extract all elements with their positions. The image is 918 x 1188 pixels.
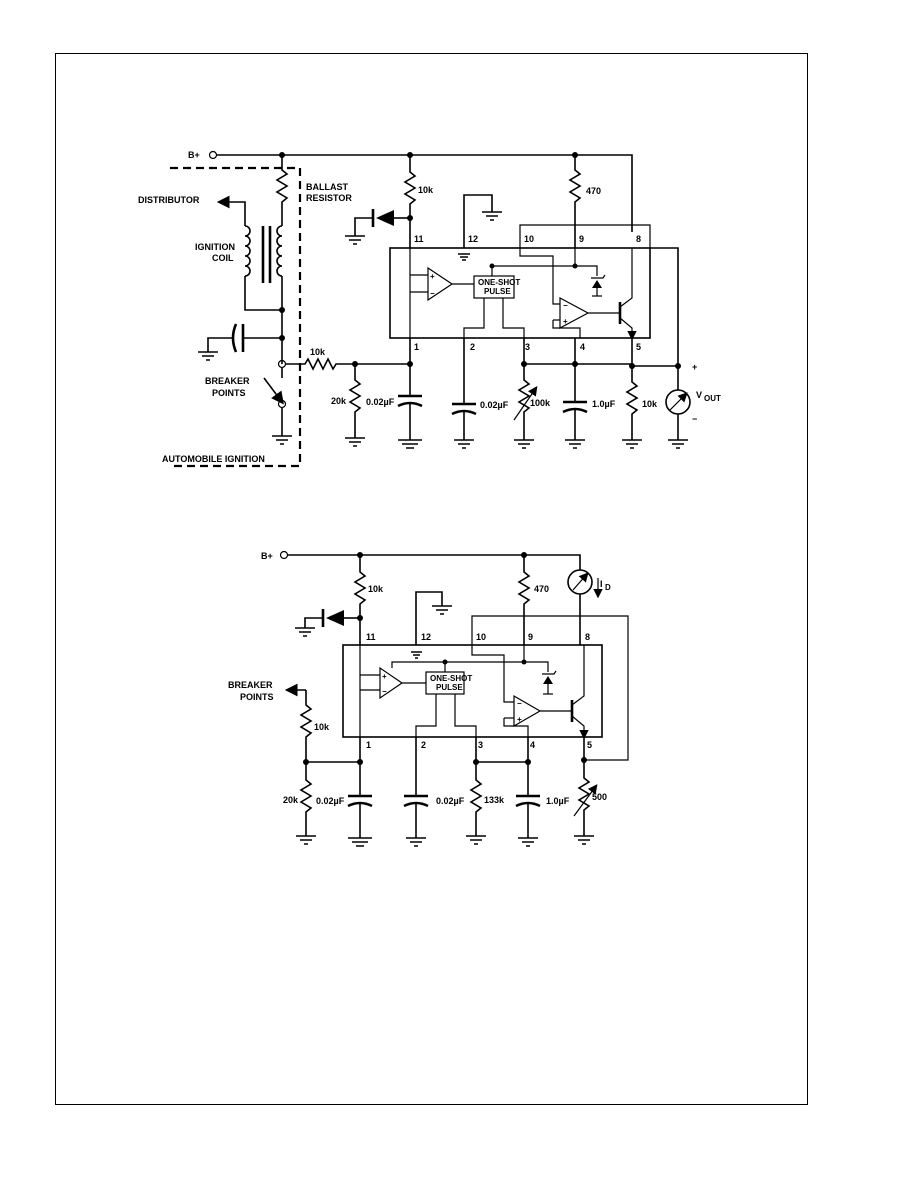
r-133k-label: 133k xyxy=(484,795,505,805)
supply-terminal-b xyxy=(279,550,289,560)
breaker-label-2: POINTS xyxy=(212,388,246,398)
coil-label-1: IGNITION xyxy=(195,242,235,252)
ic-body xyxy=(389,247,651,339)
r-top-label: 10k xyxy=(418,185,434,195)
pin-10-label-b: 10 xyxy=(476,632,486,642)
pin-9-label: 9 xyxy=(579,234,584,244)
pin-8-label: 8 xyxy=(636,234,641,244)
r-out-label: 10k xyxy=(642,399,658,409)
c4-label: 1.0µF xyxy=(592,399,616,409)
breaker-label-2b: POINTS xyxy=(240,692,274,702)
meter-sub-label: D xyxy=(605,583,611,592)
supply-label-b: B+ xyxy=(261,551,273,561)
pin-8-label-b: 8 xyxy=(585,632,590,642)
svg-text:+: + xyxy=(517,715,522,724)
svg-text:−: − xyxy=(517,699,522,708)
minus-label: − xyxy=(692,414,697,424)
one-shot-label-2: PULSE xyxy=(484,287,511,296)
svg-text:−: − xyxy=(563,301,568,310)
pot-label-b: 500 xyxy=(592,792,607,802)
pot-label: 100k xyxy=(530,398,551,408)
pin-2-label-b: 2 xyxy=(421,740,426,750)
c2-label: 0.02µF xyxy=(480,400,509,410)
c2-label-b: 0.02µF xyxy=(436,796,465,806)
supply-terminal xyxy=(208,150,218,160)
pin-3-label: 3 xyxy=(525,342,530,352)
pin-1-label-b: 1 xyxy=(366,740,371,750)
pin-11-label: 11 xyxy=(414,234,424,244)
meter-label: I xyxy=(600,579,603,589)
one-shot-label-1b: ONE-SHOT xyxy=(430,674,472,683)
circuit-b: B+ I D 10k 470 11 12 10 9 8 1 2 xyxy=(228,550,629,847)
pin-4-label-b: 4 xyxy=(530,740,535,750)
supply-label: B+ xyxy=(188,150,200,160)
one-shot-label-2b: PULSE xyxy=(436,683,463,692)
r-top-label-b: 10k xyxy=(368,584,384,594)
pin-10-label: 10 xyxy=(524,234,534,244)
pin-9-label-b: 9 xyxy=(528,632,533,642)
r-470-label-b: 470 xyxy=(534,584,549,594)
breaker-label-1b: BREAKER xyxy=(228,680,273,690)
c4-label-b: 1.0µF xyxy=(546,796,570,806)
pin-3-label-b: 3 xyxy=(478,740,483,750)
pin-11-label-b: 11 xyxy=(366,632,376,642)
auto-ignition-label: AUTOMOBILE IGNITION xyxy=(162,454,265,464)
r-20k-label: 20k xyxy=(331,396,347,406)
r-470-label: 470 xyxy=(586,186,601,196)
page-frame xyxy=(55,53,808,1105)
distributor-label: DISTRIBUTOR xyxy=(138,195,200,205)
r-in-label: 10k xyxy=(310,347,326,357)
pin-5-label-b: 5 xyxy=(587,740,592,750)
pin-2-label: 2 xyxy=(470,342,475,352)
svg-text:−: − xyxy=(430,289,435,298)
pin-12-label-b: 12 xyxy=(421,632,431,642)
vout-label: V xyxy=(696,390,702,400)
pin-12-label: 12 xyxy=(468,234,478,244)
svg-text:+: + xyxy=(430,272,435,281)
c1-label: 0.02µF xyxy=(366,397,395,407)
one-shot-label-1: ONE-SHOT xyxy=(478,278,520,287)
pin-1-label: 1 xyxy=(414,342,419,352)
svg-text:−: − xyxy=(382,687,387,696)
c1-label-b: 0.02µF xyxy=(316,796,345,806)
circuit-a: B+ BALLAST RESISTOR DISTRIBUTOR IGNITION… xyxy=(138,150,721,468)
svg-text:+: + xyxy=(563,317,568,326)
plus-label: + xyxy=(692,362,697,372)
pin-5-label: 5 xyxy=(636,342,641,352)
r-20k-label-b: 20k xyxy=(283,795,299,805)
pin-4-label: 4 xyxy=(580,342,585,352)
ballast-label-2: RESISTOR xyxy=(306,193,352,203)
ballast-label-1: BALLAST xyxy=(306,182,348,192)
coil-label-2: COIL xyxy=(212,253,234,263)
r-in-label-b: 10k xyxy=(314,722,330,732)
breaker-label-1: BREAKER xyxy=(205,376,250,386)
vout-sub-label: OUT xyxy=(704,394,721,403)
svg-text:+: + xyxy=(382,672,387,681)
